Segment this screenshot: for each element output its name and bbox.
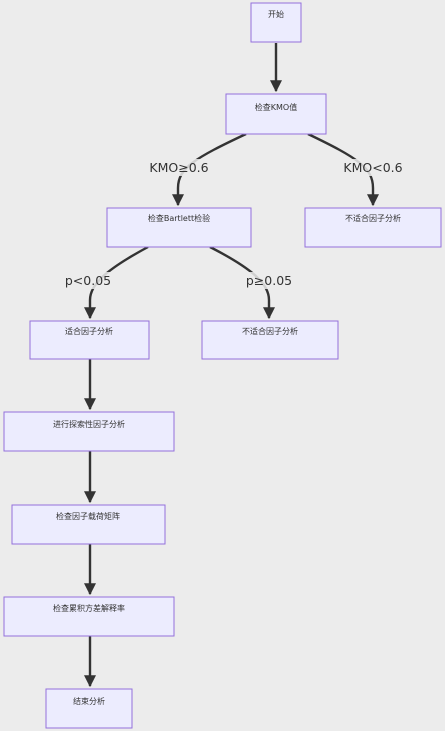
node-start[interactable]: 开始	[250, 2, 302, 43]
node-kmo-check[interactable]: 检查KMO值	[225, 93, 327, 135]
node-bartlett-check[interactable]: 检查Bartlett检验	[106, 207, 252, 248]
node-unsuitable-bartlett[interactable]: 不适合因子分析	[201, 320, 339, 360]
node-bartlett-check-label: 检查Bartlett检验	[148, 213, 210, 223]
node-efa-label: 进行探索性因子分析	[53, 419, 125, 429]
node-variance-label: 检查累积方差解释率	[53, 603, 125, 613]
node-kmo-check-label: 检查KMO值	[255, 102, 297, 112]
edge-labels: KMO≥0.6 KMO<0.6 p<0.05 p≥0.05	[65, 159, 403, 289]
edge-label-p-high: p≥0.05	[246, 273, 292, 288]
edges	[84, 43, 379, 688]
edge-label-kmo-high: KMO≥0.6	[149, 160, 208, 175]
node-suitable[interactable]: 适合因子分析	[29, 320, 150, 360]
node-efa[interactable]: 进行探索性因子分析	[3, 411, 175, 452]
node-suitable-label: 适合因子分析	[65, 326, 113, 336]
node-end-label: 结束分析	[73, 696, 105, 706]
node-unsuitable-kmo[interactable]: 不适合因子分析	[304, 207, 442, 248]
node-loading-matrix-label: 检查因子载荷矩阵	[56, 511, 120, 521]
node-start-label: 开始	[268, 9, 284, 19]
node-loading-matrix[interactable]: 检查因子载荷矩阵	[11, 504, 166, 545]
node-unsuitable-kmo-label: 不适合因子分析	[345, 213, 401, 223]
node-unsuitable-bartlett-label: 不适合因子分析	[242, 326, 298, 336]
node-variance[interactable]: 检查累积方差解释率	[3, 596, 175, 637]
nodes: 开始 检查KMO值 检查Bartlett检验 不适合因子分析 适合因子分析 不适…	[3, 2, 442, 729]
node-end[interactable]: 结束分析	[45, 688, 133, 729]
edge-label-p-low: p<0.05	[65, 273, 111, 288]
edge-label-kmo-low: KMO<0.6	[343, 160, 402, 175]
